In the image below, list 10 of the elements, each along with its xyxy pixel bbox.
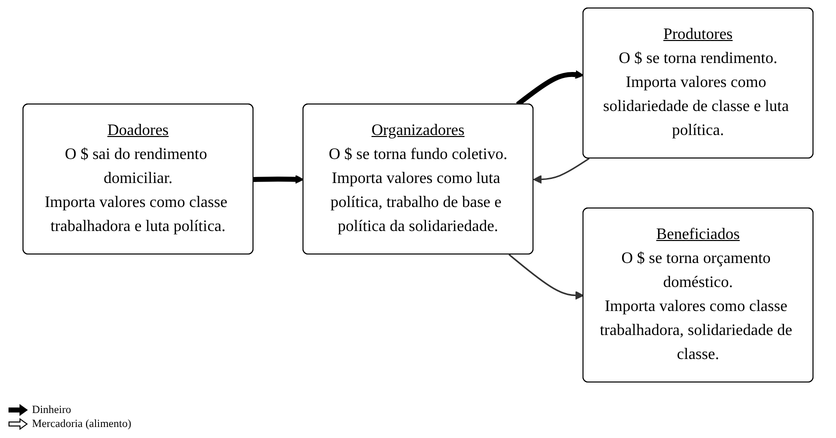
arrow	[516, 70, 584, 106]
node-text: Beneficiados O $ se torna orçamento doméstico. Importa valores como classe trabalhadora, solidariedade de classe.	[600, 226, 792, 363]
arrow	[508, 254, 584, 300]
node-text: Doadores O $ sai do rendimento domiciliar. Importa valores como classe trabalhadora e luta política.	[44, 122, 228, 235]
legend-text: Dinheiro	[32, 404, 72, 416]
node-text: Organizadores O $ se torna fundo coletivo. Importa valores como luta política, trabalho de base e política da solidariedade.	[328, 122, 508, 235]
legend-text: Mercadoria (alimento)	[32, 418, 132, 430]
arrow	[253, 174, 304, 184]
arrow	[533, 158, 590, 184]
node-text: Produtores O $ se torna rendimento. Importa valores como solidariedade de classe e luta política.	[603, 26, 789, 139]
